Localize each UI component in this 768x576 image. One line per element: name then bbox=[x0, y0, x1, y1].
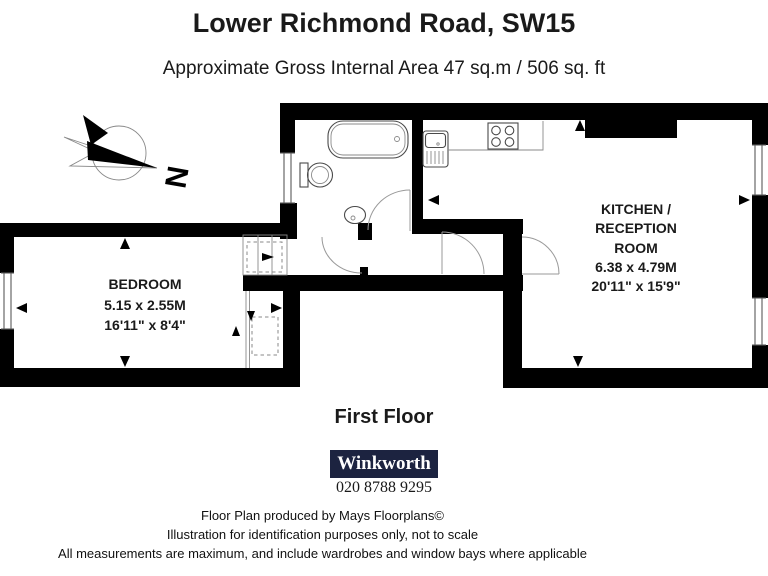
footer-disclaimer: Floor Plan produced by Mays Floorplans© … bbox=[0, 506, 645, 564]
bathroom-window bbox=[280, 152, 295, 204]
kitchen-counter bbox=[448, 121, 544, 151]
walls bbox=[0, 103, 768, 388]
chimney-breast bbox=[585, 120, 677, 138]
staircase bbox=[242, 234, 288, 276]
dimension-arrows bbox=[16, 120, 750, 367]
kitchen-name-line1: KITCHEN / bbox=[601, 201, 671, 217]
page-title: Lower Richmond Road, SW15 bbox=[192, 8, 576, 38]
kitchen-metric: 6.38 x 4.79M bbox=[595, 258, 677, 275]
bathroom-sink bbox=[343, 205, 367, 225]
hob bbox=[487, 122, 519, 150]
landing-door bbox=[321, 236, 363, 274]
kitchen-name-line2: RECEPTION bbox=[595, 220, 677, 237]
bathroom-door bbox=[367, 189, 411, 231]
hall-door bbox=[441, 231, 485, 275]
bedroom-metric: 5.15 x 2.55M bbox=[104, 296, 186, 313]
toilet bbox=[299, 162, 334, 188]
cupboard bbox=[232, 291, 279, 368]
kitchen-reception-label: KITCHEN / RECEPTION ROOM 6.38 x 4.79M 20… bbox=[536, 200, 736, 296]
door-jamb bbox=[360, 267, 368, 275]
compass-icon: N bbox=[63, 115, 194, 191]
kitchen-imperial: 20'11" x 15'9" bbox=[591, 278, 681, 295]
bedroom-label: BEDROOM 5.15 x 2.55M 16'11" x 8'4" bbox=[45, 274, 245, 336]
bedroom-name: BEDROOM bbox=[108, 276, 182, 292]
area-subtitle: Approximate Gross Internal Area 47 sq.m … bbox=[162, 58, 606, 79]
floor-label: First Floor bbox=[334, 406, 434, 428]
reception-window-bottom bbox=[752, 297, 766, 346]
bedroom-imperial: 16'11" x 8'4" bbox=[104, 317, 186, 333]
kitchen-sink bbox=[422, 130, 449, 168]
footer-line-3: All measurements are maximum, and includ… bbox=[58, 546, 587, 562]
agency-logo: Winkworth bbox=[330, 450, 438, 478]
footer-line-1: Floor Plan produced by Mays Floorplans© bbox=[201, 508, 444, 523]
bedroom-window bbox=[1, 272, 14, 330]
kitchen-name-line3: ROOM bbox=[614, 239, 658, 256]
reception-window-top bbox=[752, 144, 766, 196]
compass-north-label: N bbox=[158, 163, 194, 190]
bathtub bbox=[327, 120, 409, 159]
footer-line-2: Illustration for identification purposes… bbox=[166, 527, 479, 543]
reception-door bbox=[521, 236, 560, 275]
agency-phone: 020 8788 9295 bbox=[336, 479, 432, 496]
